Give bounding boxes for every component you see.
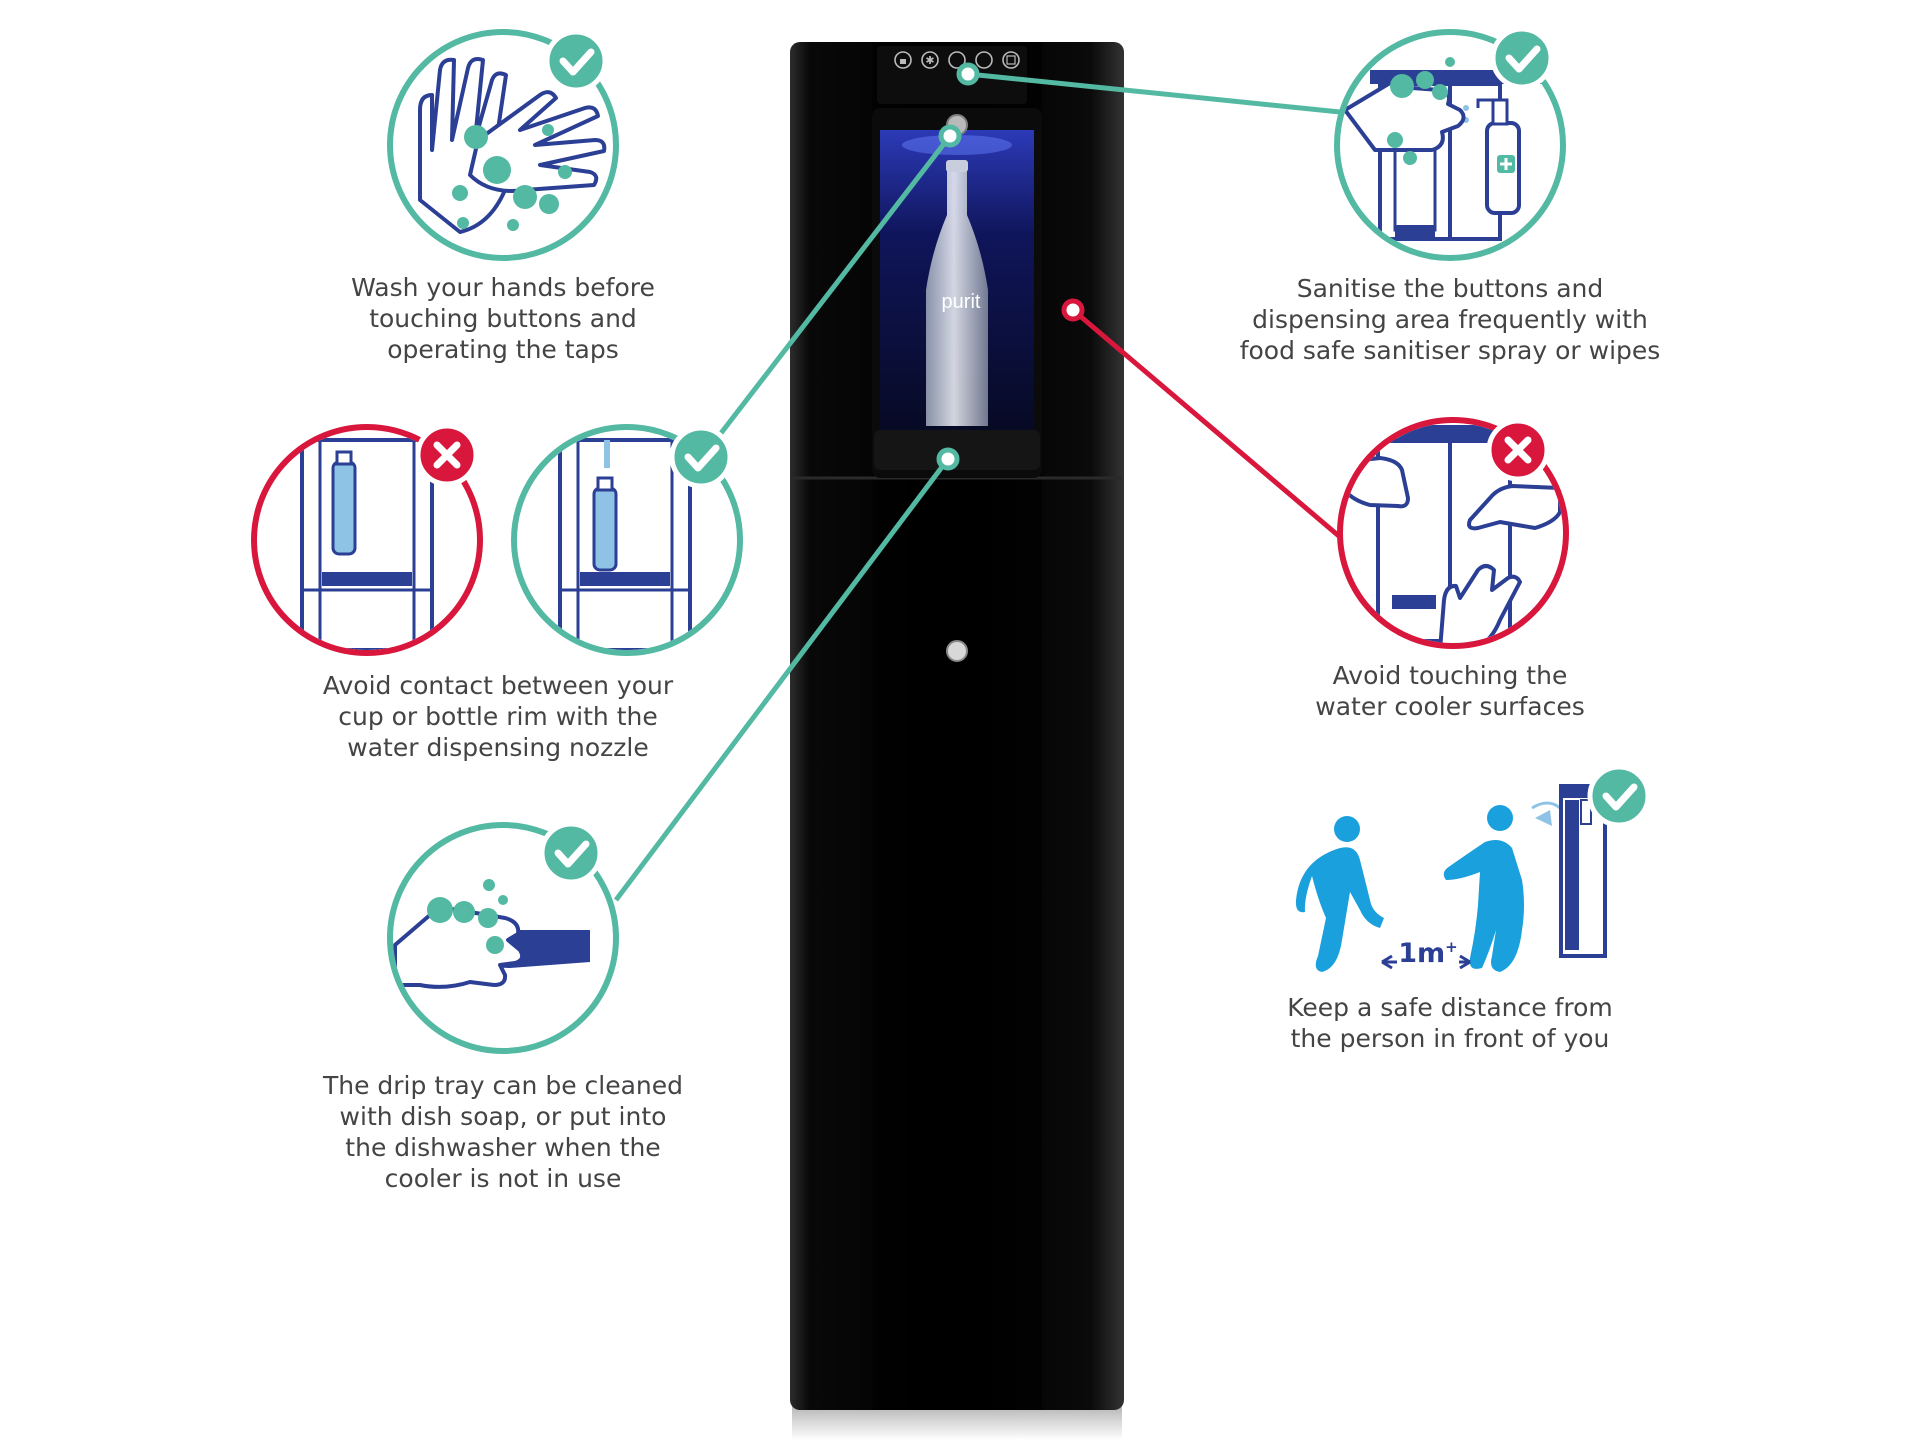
- water-cooler: ✱ purit: [790, 42, 1124, 1440]
- social-distance-tip: 1m+: [1295, 764, 1651, 972]
- check-badge: [1587, 764, 1651, 828]
- cross-badge: [1486, 418, 1550, 482]
- caption-avoid-touching: Avoid touching the water cooler surfaces: [1315, 661, 1585, 721]
- connector-dot-surfaces: [1061, 298, 1085, 322]
- control-panel: [877, 46, 1027, 104]
- caption-avoid-nozzle-contact: Avoid contact between your cup or bottle…: [322, 671, 674, 762]
- check-badge: [544, 29, 608, 93]
- check-badge: [669, 425, 733, 489]
- social-distance-icon: 1m+: [1295, 784, 1607, 972]
- sparkle-icon[interactable]: [948, 51, 966, 69]
- settings-icon[interactable]: [1002, 51, 1020, 69]
- caption-wash-hands: Wash your hands before touching buttons …: [351, 273, 655, 364]
- drip-tray-cleaning-icon: [393, 879, 590, 989]
- bottle-under-nozzle-icon: [300, 438, 434, 650]
- distance-label: 1m+: [1398, 938, 1458, 969]
- connector-drip-tray: [614, 457, 950, 902]
- check-badge: [539, 821, 603, 885]
- caption-sanitise: Sanitise the buttons and dispensing area…: [1239, 274, 1661, 365]
- drip-tray-tip: [387, 821, 619, 1054]
- connector-dot-panel: [956, 62, 980, 86]
- connector-sanitise: [967, 71, 1341, 115]
- caption-social-distance: Keep a safe distance from the person in …: [1287, 993, 1613, 1053]
- connector-surfaces: [1071, 308, 1342, 539]
- drip-tray[interactable]: [874, 430, 1040, 470]
- sanitiser-spray-icon: [1343, 57, 1560, 241]
- wash-hands-tip: [387, 29, 619, 261]
- sanitise-tip: [1334, 26, 1566, 261]
- connector-dot-drip-tray: [936, 447, 960, 471]
- connector-dot-nozzle: [938, 124, 962, 148]
- cross-badge: [415, 423, 479, 487]
- glass-bottle: [926, 168, 988, 426]
- panel-buttons: ✱: [894, 51, 1020, 69]
- co2-icon[interactable]: [975, 51, 993, 69]
- bottle-under-nozzle-icon: [558, 438, 692, 650]
- connector-nozzle: [706, 134, 952, 452]
- avoid-touching-tip: [1337, 417, 1569, 649]
- brand-logo: purit: [942, 291, 981, 313]
- hand-washing-icon: [418, 57, 607, 234]
- caption-drip-tray: The drip tray can be cleaned with dish s…: [322, 1071, 684, 1193]
- check-badge: [1490, 26, 1554, 90]
- bottle-touching-nozzle-tip: [251, 423, 483, 656]
- connectors: [614, 62, 1342, 902]
- svg-text:✱: ✱: [925, 54, 934, 67]
- lock-icon[interactable]: [894, 51, 912, 69]
- door-button[interactable]: [946, 640, 968, 662]
- bottle-below-nozzle-tip: [511, 424, 743, 656]
- snowflake-icon[interactable]: [921, 51, 939, 69]
